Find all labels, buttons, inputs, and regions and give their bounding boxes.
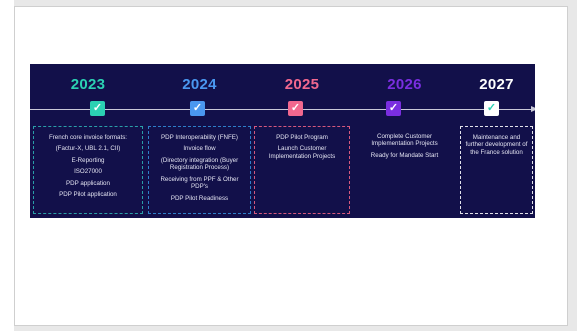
checkmark-icon: ✓ [90, 101, 105, 116]
milestone-item: Complete Customer Implementation Project… [371, 133, 438, 148]
milestone-box: Maintenance and further development of t… [460, 126, 533, 214]
milestone-item: PDP application [66, 179, 110, 187]
timeline-axis [30, 109, 533, 110]
milestone-item: PDP Pilot Readiness [170, 194, 229, 202]
milestone-item: E-Reporting [71, 156, 105, 164]
milestone-box: PDP Interoperability (FNFE) Invoice flow (… [148, 126, 251, 214]
year-label: 2023 [70, 76, 106, 93]
timeline-column-2023: 2023 ✓ French core invoice formats: (Factur… [33, 64, 143, 218]
milestone-item: Ready for Mandate Start [370, 151, 439, 159]
backdrop-top [14, 0, 574, 6]
milestone-box: Complete Customer Implementation Project… [352, 126, 457, 214]
backdrop-right [566, 0, 577, 331]
year-label: 2027 [479, 76, 514, 93]
milestone-item: ISO27000 [74, 168, 102, 176]
checkmark-icon: ✓ [386, 101, 401, 116]
milestone-item: (Directory integration (Buyer Registrati… [160, 156, 239, 172]
checkmark-icon: ✓ [190, 101, 205, 116]
milestone-item: Invoice flow [183, 145, 216, 153]
year-label: 2025 [284, 76, 320, 93]
year-label: 2024 [182, 76, 217, 93]
milestone-item: PDP Pilot Program [276, 134, 328, 141]
checkmark-icon: ✓ [484, 101, 499, 116]
milestone-item: PDP Interoperability (FNFE) [161, 134, 238, 141]
milestone-item: Maintenance and further development of t… [465, 134, 528, 156]
milestone-item: (Factur-X, UBL 2.1, CII) [55, 145, 121, 153]
roadmap-timeline: 2023 ✓ French core invoice formats: (Factur… [30, 64, 535, 218]
timeline-column-2024: 2024 ✓ PDP Interoperability (FNFE) Invoice … [148, 64, 251, 218]
timeline-column-2026: 2026 ✓ Complete Customer Implementation Pr… [352, 64, 457, 218]
milestone-item: Receiving from PPF & Other PDP's [160, 175, 239, 191]
checkmark-icon: ✓ [288, 101, 303, 116]
timeline-arrow-icon [531, 106, 535, 112]
milestone-item: Launch Customer Implementation Projects [268, 145, 336, 160]
year-label: 2026 [387, 76, 422, 93]
milestone-item: PDP Pilot application [59, 191, 117, 199]
milestone-item: French core invoice formats: [48, 134, 128, 141]
timeline-column-2027: 2027 ✓ Maintenance and further development… [460, 64, 533, 218]
backdrop-bottom [14, 325, 574, 331]
milestone-box: French core invoice formats: (Factur-X, U… [33, 126, 143, 214]
